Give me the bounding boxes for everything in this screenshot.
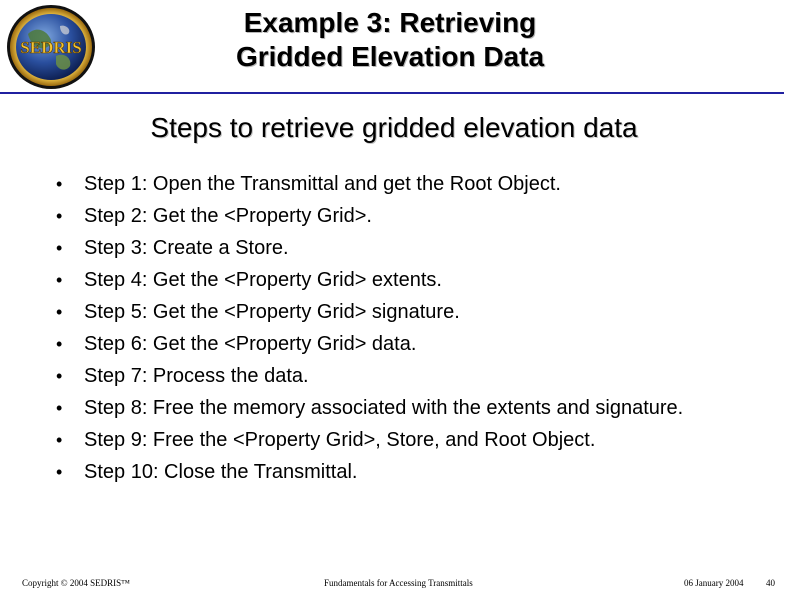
bullet-icon: • bbox=[56, 430, 63, 450]
slide-title-line2: Gridded Elevation Data bbox=[235, 41, 545, 72]
step-text: Step 7: Process the data. bbox=[84, 365, 309, 387]
slide-subtitle: Steps to retrieve gridded elevation data bbox=[150, 112, 638, 143]
step-item: • Step 1: Open the Transmittal and get th… bbox=[52, 170, 683, 202]
step-item: • Step 9: Free the <Property Grid>, Store… bbox=[52, 426, 683, 458]
steps-list: • Step 1: Open the Transmittal and get th… bbox=[52, 170, 683, 490]
bullet-icon: • bbox=[56, 270, 63, 290]
bullet-icon: • bbox=[56, 398, 63, 418]
bullet-icon: • bbox=[56, 206, 63, 226]
step-text: Step 8: Free the memory associated with … bbox=[84, 397, 684, 419]
step-item: • Step 5: Get the <Property Grid> signatu… bbox=[52, 298, 683, 330]
step-item: • Step 10: Close the Transmittal. bbox=[52, 458, 683, 490]
step-text: Step 4: Get the <Property Grid> extents. bbox=[84, 269, 442, 291]
step-item: • Step 7: Process the data. bbox=[52, 362, 683, 394]
footer-date: 06 January 2004 bbox=[684, 578, 744, 588]
step-item: • Step 6: Get the <Property Grid> data. bbox=[52, 330, 683, 362]
slide-title: Example 3: Retrieving Gridded Elevation … bbox=[100, 6, 680, 74]
logo-wordmark: SEDRIS bbox=[20, 38, 81, 57]
bullet-icon: • bbox=[56, 462, 63, 482]
footer-page-number: 40 bbox=[766, 578, 775, 588]
step-text: Step 6: Get the <Property Grid> data. bbox=[84, 333, 417, 355]
bullet-icon: • bbox=[56, 238, 63, 258]
step-item: • Step 4: Get the <Property Grid> extents… bbox=[52, 266, 683, 298]
step-text: Step 10: Close the Transmittal. bbox=[84, 461, 358, 483]
step-text: Step 9: Free the <Property Grid>, Store,… bbox=[84, 429, 596, 451]
step-item: • Step 2: Get the <Property Grid>. bbox=[52, 202, 683, 234]
bullet-icon: • bbox=[56, 334, 63, 354]
step-text: Step 3: Create a Store. bbox=[84, 237, 289, 259]
bullet-icon: • bbox=[56, 366, 63, 386]
step-item: • Step 8: Free the memory associated with… bbox=[52, 394, 683, 426]
step-text: Step 2: Get the <Property Grid>. bbox=[84, 205, 372, 227]
step-item: • Step 3: Create a Store. bbox=[52, 234, 683, 266]
footer-copyright: Copyright © 2004 SEDRIS™ bbox=[22, 578, 130, 588]
slide-title-line1: Example 3: Retrieving bbox=[243, 7, 537, 38]
footer-course-title: Fundamentals for Accessing Transmittals bbox=[324, 578, 473, 588]
bullet-icon: • bbox=[56, 174, 63, 194]
step-text: Step 5: Get the <Property Grid> signatur… bbox=[84, 301, 460, 323]
bullet-icon: • bbox=[56, 302, 63, 322]
step-text: Step 1: Open the Transmittal and get the… bbox=[84, 173, 561, 195]
title-divider bbox=[0, 92, 784, 94]
sedris-logo: SEDRIS bbox=[7, 5, 95, 89]
